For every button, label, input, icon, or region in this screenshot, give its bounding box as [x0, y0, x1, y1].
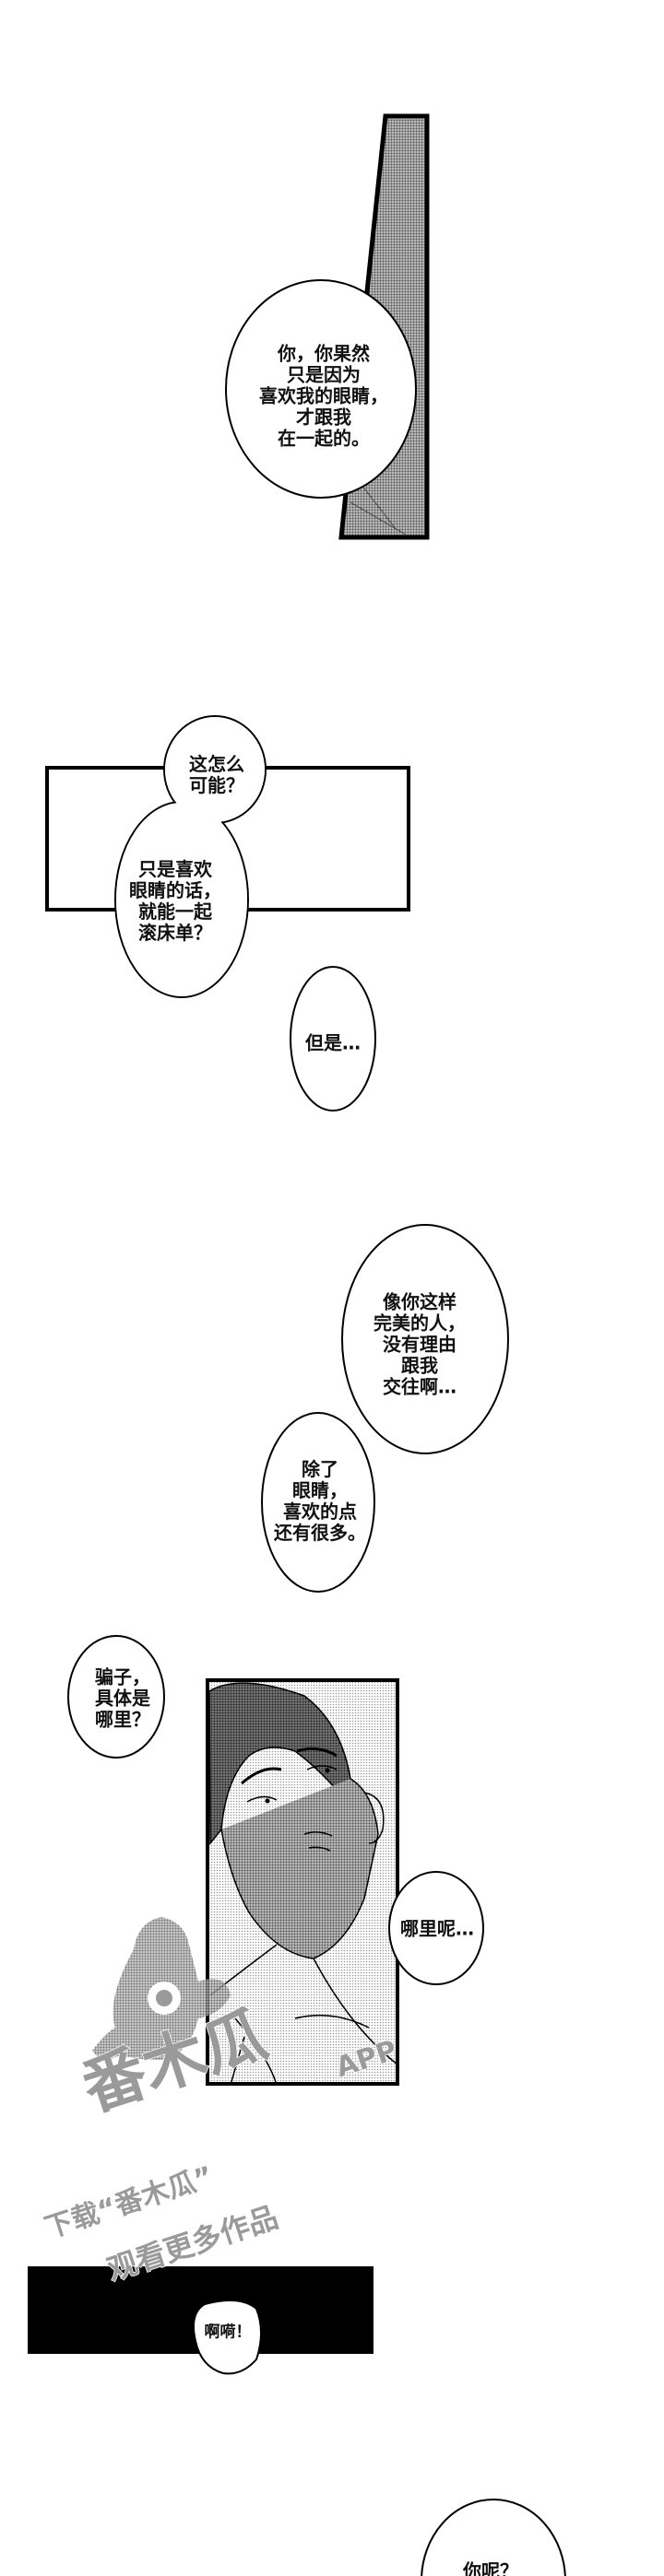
speech-bubble-3: 只是喜欢 眼睛的话， 就能一起 滚床单？ — [129, 858, 221, 944]
speech-bubble-9: 啊嗬！ — [204, 2323, 252, 2342]
speech-bubble-8: 哪里呢… — [400, 1917, 474, 1940]
panel-3-portrait — [206, 1678, 399, 2086]
speech-bubble-4: 但是… — [305, 1031, 361, 1054]
speech-bubble-5: 像你这样 完美的人， 没有理由 跟我 交往啊… — [374, 1290, 466, 1398]
speech-bubble-2: 这怎么 可能？ — [189, 753, 244, 796]
bubble-1-shape — [225, 279, 417, 499]
speech-bubble-7: 骗子， 具体是 哪里？ — [95, 1665, 150, 1731]
speech-bubble-1: 你，你果然 只是因为 喜欢我的眼睛， 才跟我 在一起的。 — [259, 342, 388, 450]
speech-bubble-6: 除了 眼睛， 喜欢的点 还有很多。 — [274, 1458, 366, 1544]
speech-bubble-10: 你呢？ — [463, 2559, 518, 2576]
